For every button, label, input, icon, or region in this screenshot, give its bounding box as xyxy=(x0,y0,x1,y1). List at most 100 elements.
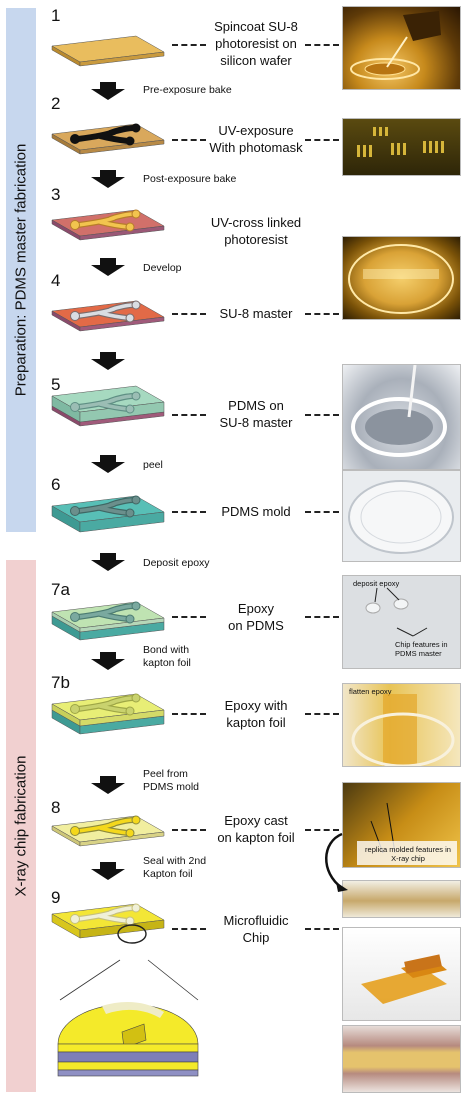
kapton-strip-graphic xyxy=(351,694,455,766)
preparation-band-label: Preparation: PDMS master fabrication xyxy=(12,143,30,397)
chip-product-graphic xyxy=(361,954,447,1004)
step-8-number: 8 xyxy=(51,798,61,817)
arrow-down-icon xyxy=(91,82,125,100)
photo-chip-cross-section xyxy=(342,1025,461,1093)
arrow-down-icon xyxy=(91,776,125,794)
step-3-number: 3 xyxy=(51,185,61,204)
kapton-channels xyxy=(70,693,141,716)
chip-cross-section-zoom xyxy=(57,959,199,1077)
step-5-pdms-on-master-illustration xyxy=(51,385,165,427)
arrow-down-icon xyxy=(91,258,125,276)
mold-channels xyxy=(70,495,141,518)
epoxy-droplets-graphic xyxy=(365,587,428,637)
petri-dish-graphic xyxy=(351,365,447,457)
transition-post-exposure-bake: Post-exposure bake xyxy=(143,173,237,185)
step-4-su8-master-illustration xyxy=(51,300,165,332)
cast-channels xyxy=(70,815,141,838)
photo-epoxy-on-pdms: deposit epoxy Chip features in PDMS mast… xyxy=(342,575,461,669)
photo-replica-closeup xyxy=(342,880,461,918)
zoom-wedge xyxy=(57,959,199,1077)
arrow-down-icon xyxy=(91,553,125,571)
connector-dash xyxy=(305,44,339,46)
connector-dash xyxy=(172,713,206,715)
replica-graphic xyxy=(357,802,457,865)
annotation-deposit-epoxy: deposit epoxy xyxy=(353,579,400,588)
step-8-epoxy-cast-illustration xyxy=(51,815,165,847)
pdms-mold-layer xyxy=(51,495,165,533)
connector-dash xyxy=(172,139,206,141)
xray-band: X-ray chip fabrication xyxy=(6,560,36,1092)
step-4-number: 4 xyxy=(51,271,61,290)
step-7b-epoxy-kapton-illustration xyxy=(51,693,165,735)
connector-dash xyxy=(305,414,339,416)
connector-dash xyxy=(305,511,339,513)
connector-dash xyxy=(172,829,206,831)
step-6-description: PDMS mold xyxy=(221,504,291,519)
annotation-replica-features: replica molded features in X-ray chip xyxy=(365,845,451,863)
connector-dash xyxy=(172,616,206,618)
connector-dash xyxy=(172,928,206,930)
xray-band-label: X-ray chip fabrication xyxy=(12,755,30,897)
step-2-number: 2 xyxy=(51,94,61,113)
step-7a-epoxy-on-pdms-illustration xyxy=(51,601,165,641)
step-1-number: 1 xyxy=(51,6,61,25)
photo-pdms-mold xyxy=(342,470,461,562)
pdms-channels xyxy=(70,391,141,414)
photo-spincoating xyxy=(342,6,461,90)
annotation-flatten-epoxy: flatten epoxy xyxy=(349,687,392,696)
step-2-photomask-illustration xyxy=(51,123,165,155)
wafer-graphic xyxy=(348,244,454,314)
step-1-wafer-illustration xyxy=(51,35,165,67)
transition-pre-exposure-bake: Pre-exposure bake xyxy=(143,84,232,96)
arrow-down-icon xyxy=(91,455,125,473)
arrow-down-icon xyxy=(91,862,125,880)
photo-flatten-epoxy: flatten epoxy xyxy=(342,683,461,767)
connector-dash xyxy=(172,44,206,46)
connector-dash xyxy=(172,414,206,416)
pdms-disc-graphic xyxy=(348,480,454,554)
photomask-pattern xyxy=(70,123,141,146)
photo-microfluidic-chip xyxy=(342,927,461,1021)
step-4-description: SU-8 master xyxy=(219,306,293,321)
arrow-down-icon xyxy=(91,652,125,670)
connector-dash xyxy=(172,313,206,315)
transition-develop: Develop xyxy=(143,262,182,274)
arrow-down-icon xyxy=(91,352,125,370)
connector-dash xyxy=(305,713,339,715)
step-5-number: 5 xyxy=(51,375,61,394)
photo-photomask xyxy=(342,118,461,176)
photomask-pattern-graphic xyxy=(357,127,444,157)
annotation-chip-features: Chip features in PDMS master xyxy=(395,640,448,658)
step-9-number: 9 xyxy=(51,888,61,907)
connector-dash xyxy=(305,313,339,315)
preparation-band: Preparation: PDMS master fabrication xyxy=(6,8,36,532)
photo-replica-features: replica molded features in X-ray chip xyxy=(342,782,461,868)
step-6-number: 6 xyxy=(51,475,61,494)
step-9-microfluidic-chip-illustration xyxy=(51,903,165,944)
connector-dash xyxy=(305,616,339,618)
transition-deposit-epoxy: Deposit epoxy xyxy=(143,557,210,569)
wafer-layer xyxy=(51,35,165,67)
step-7b-number: 7b xyxy=(51,673,70,692)
crosslinked-channels xyxy=(70,209,141,232)
connector-dash xyxy=(305,829,339,831)
step-6-pdms-mold-illustration xyxy=(51,495,165,533)
zoom-circle xyxy=(117,924,147,944)
curved-arrow-icon xyxy=(325,832,348,892)
transition-peel: peel xyxy=(143,459,163,471)
epoxy-channels xyxy=(70,601,141,624)
master-channels xyxy=(70,300,141,323)
photo-su8-master-wafer xyxy=(342,236,461,320)
spin-coater-graphic xyxy=(350,11,441,80)
step-3-crosslinked-illustration xyxy=(51,209,165,241)
connector-dash xyxy=(305,139,339,141)
